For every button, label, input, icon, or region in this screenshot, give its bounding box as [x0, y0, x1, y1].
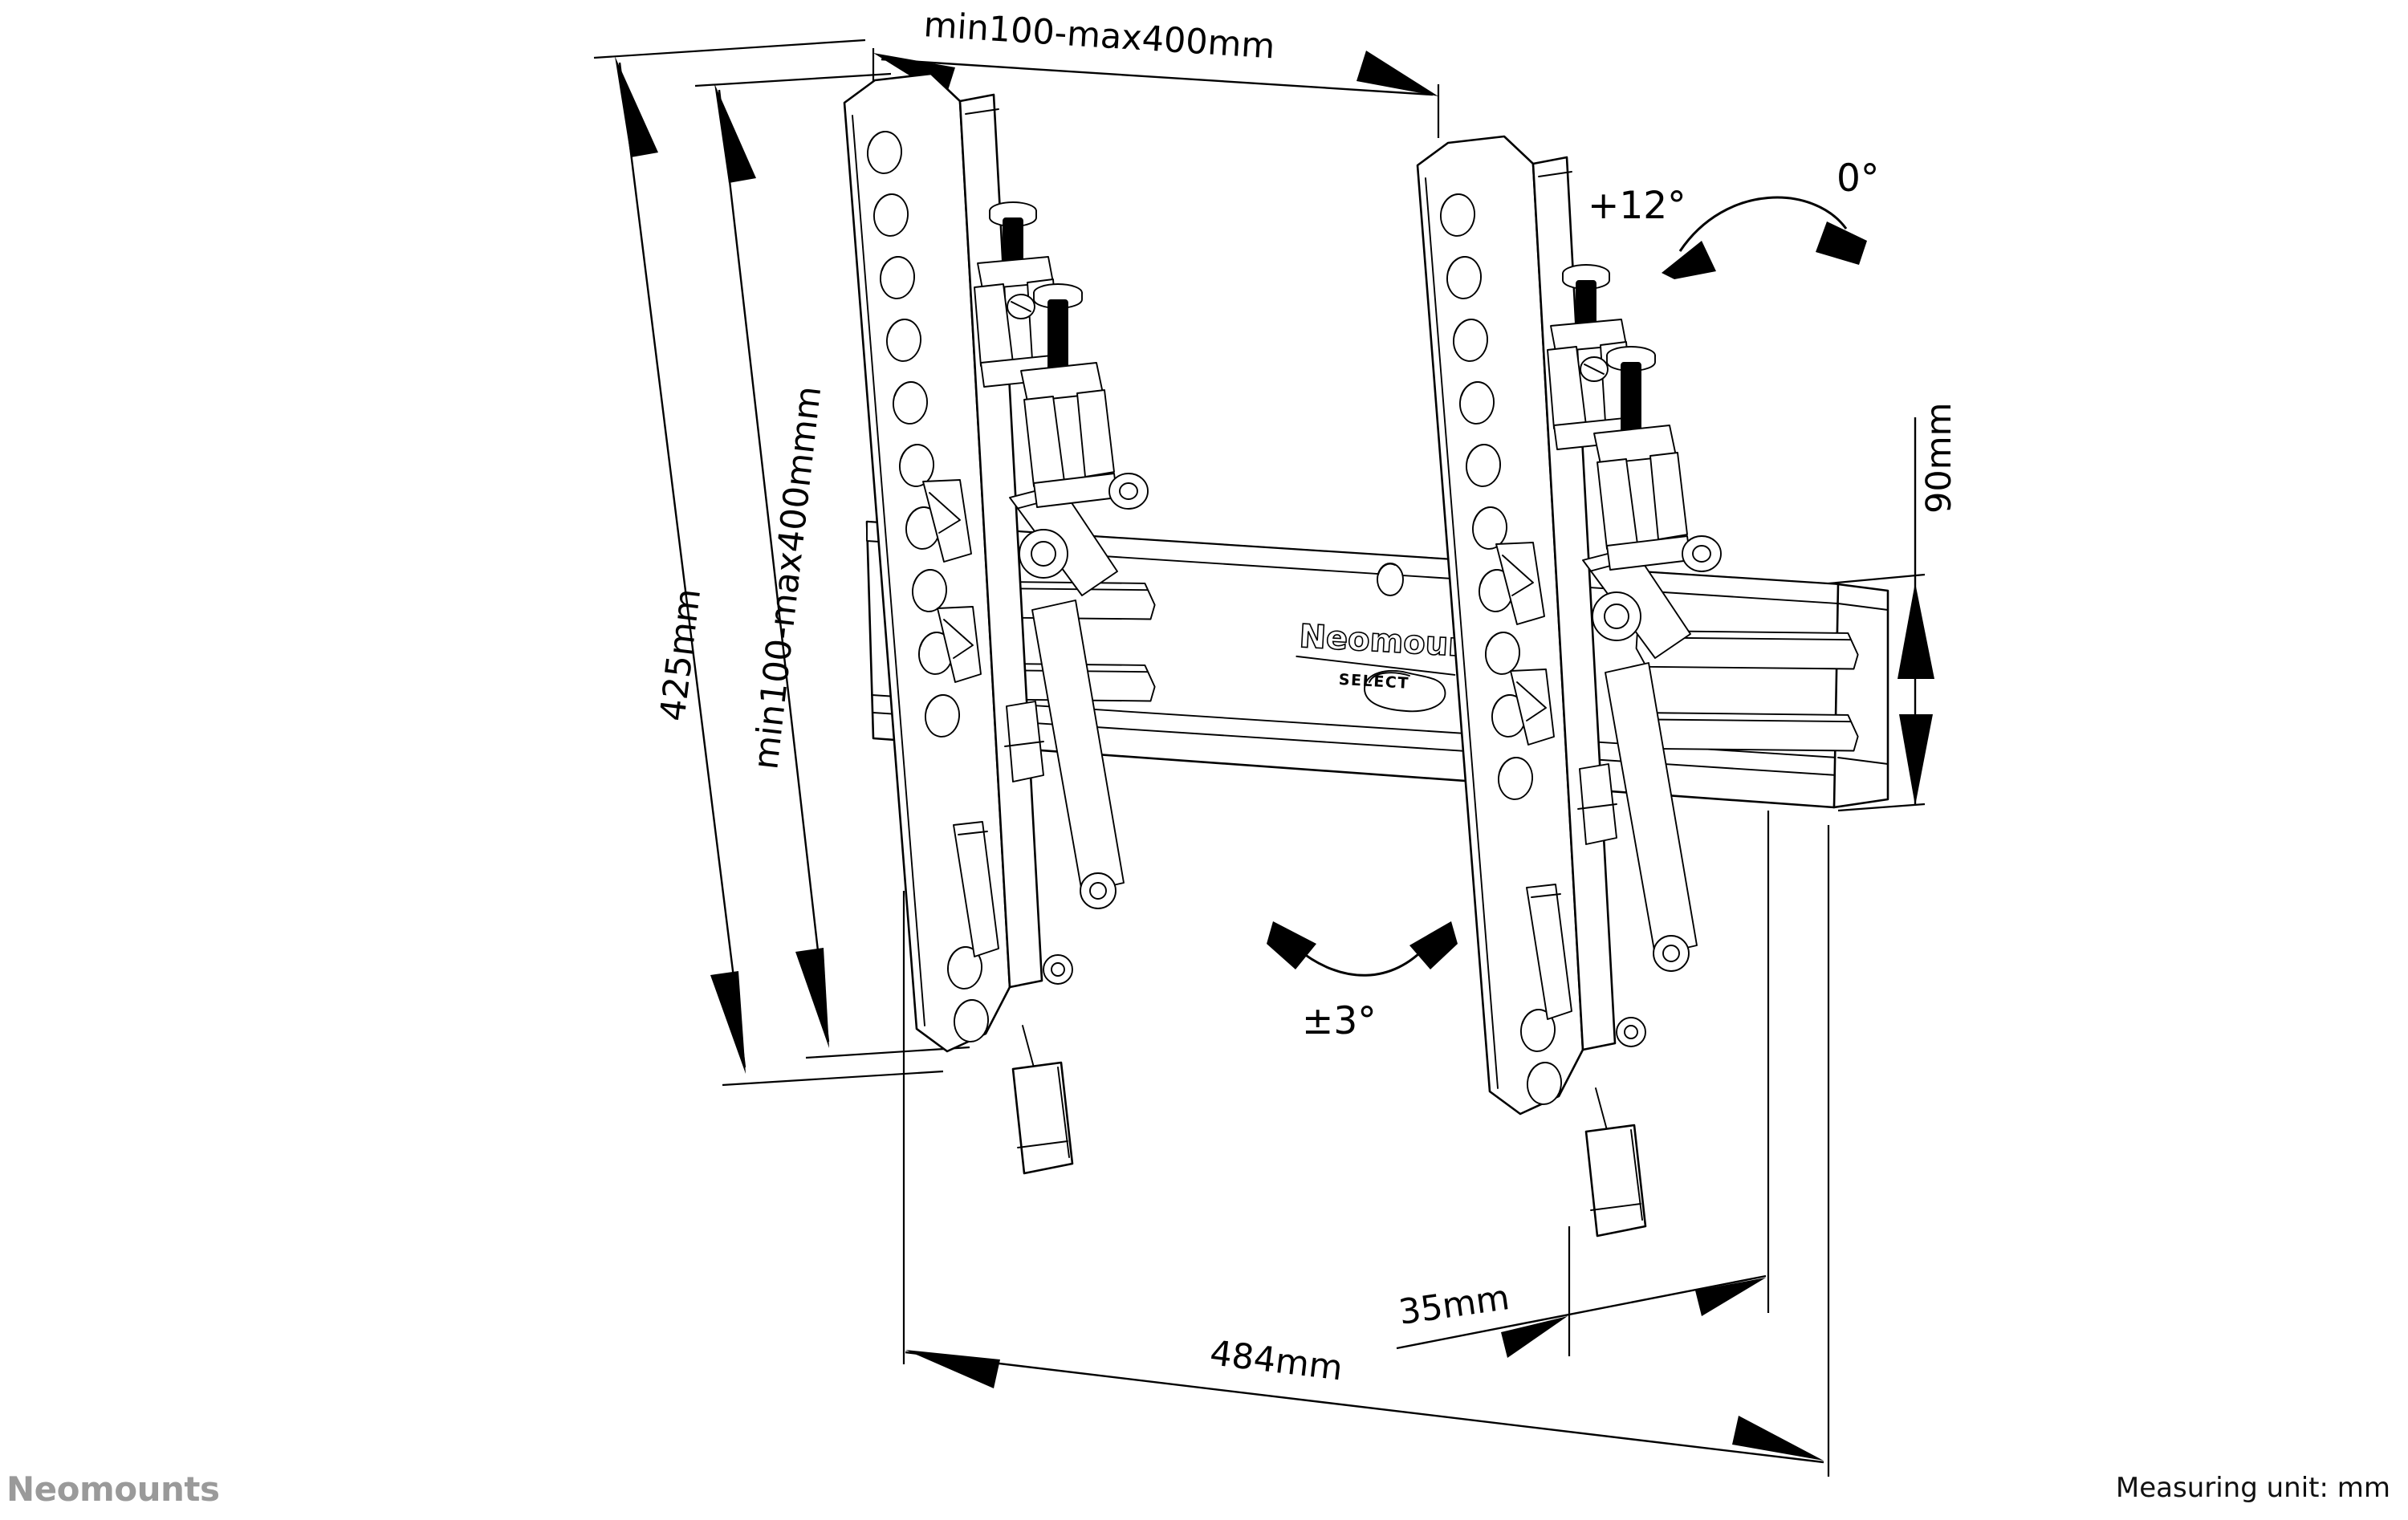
dimension-left-outer: 425mm	[593, 39, 944, 1087]
angle-level-arc: ±3°	[1267, 921, 1458, 1043]
angle-label-plus12: +12°	[1588, 184, 1686, 228]
product-assembly: Neomounts SELECT	[843, 72, 1889, 1238]
dimension-bottom-small: 35mm	[1397, 1274, 1767, 1358]
angle-tilt-arc: +12° 0°	[1588, 156, 1879, 279]
dimension-bottom-width: 484mm	[905, 1333, 1824, 1464]
dimension-label-90mm: 90mm	[1919, 403, 1959, 514]
bracket-right	[1416, 135, 1722, 1238]
footer-brand-logo: Neomounts	[6, 1469, 220, 1509]
product-logo-line: SELECT	[1338, 671, 1409, 693]
dimension-label-left-inner: min100-max400mmm	[746, 384, 829, 772]
dimension-right-depth: 90mm	[1828, 403, 1959, 812]
bracket-left-bolt-lower	[1020, 283, 1149, 510]
footer-measuring-unit: Measuring unit: mm	[2115, 1472, 2390, 1504]
bracket-right-bolt-lower	[1593, 346, 1722, 572]
dimension-label-35mm: 35mm	[1397, 1278, 1512, 1333]
dimension-label-484mm: 484mm	[1208, 1333, 1345, 1388]
dimension-label-425mm: 425mm	[653, 587, 709, 724]
angle-label-zero: 0°	[1837, 156, 1879, 201]
angle-layer: +12° 0° ±3°	[1267, 156, 1879, 1043]
extension-lines-bottom	[902, 811, 1830, 1477]
dimension-label-top-width: min100-max400mm	[922, 5, 1275, 67]
bracket-left	[843, 72, 1149, 1175]
angle-label-plusminus3: ±3°	[1302, 999, 1377, 1043]
